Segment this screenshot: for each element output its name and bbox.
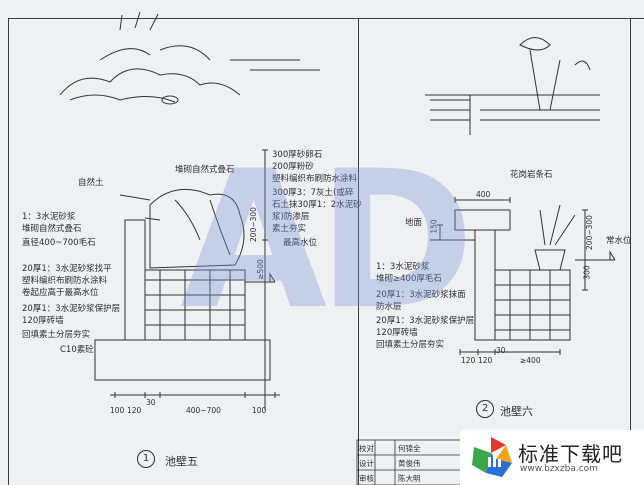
label-right-r4: 防水层	[376, 302, 402, 312]
dim-left-4: 400~700	[186, 406, 221, 415]
dim-right-3: 30	[496, 346, 506, 355]
left-section	[94, 149, 280, 410]
brand-name: 标准下载吧	[518, 442, 623, 466]
dim-left-v1: 200~300	[248, 207, 258, 242]
label-right-r5: 20厚1：3水泥砂浆保护层	[376, 316, 475, 326]
label-right-2: 200厚粉砂	[272, 162, 314, 172]
label-right-r3: 20厚1：3水泥砂浆抹面	[376, 290, 466, 300]
detail-title-left: 池壁五	[165, 455, 198, 468]
label-right-1: 300厚砂卵石	[272, 150, 323, 160]
frame-right	[630, 18, 631, 438]
dim-left-1: 100	[110, 406, 125, 415]
label-left-6: 卷起应高于最高水位	[22, 288, 99, 298]
dim-right-150: 150	[429, 219, 439, 234]
label-left-8: 120厚砖墙	[22, 316, 64, 326]
left-sketch-rocks	[59, 11, 320, 105]
label-left-5: 塑料编织布刷防水涂料	[22, 276, 108, 286]
frame-border-left	[8, 18, 9, 485]
label-natural-soil: 自然土	[78, 178, 104, 188]
tb-row-2: 设计	[359, 459, 374, 468]
dim-right-v1: 200~300	[584, 215, 594, 250]
label-high-water: 最高水位	[283, 238, 318, 248]
label-normal-water: 常水位	[606, 236, 632, 246]
tb-sign-2: 黄俊伟	[398, 459, 421, 468]
dim-right-4: ≥400	[520, 356, 541, 365]
label-left-4: 20厚1：3水泥砂浆找平	[22, 264, 112, 274]
detail-number-1: 1	[137, 450, 155, 468]
label-right-3: 塑料编织布刷防水涂料	[272, 174, 358, 184]
detail-title-right: 池壁六	[500, 405, 533, 418]
label-left-10: C10素砼	[60, 345, 94, 355]
brand-logo-icon	[472, 437, 512, 477]
label-right-5: 石土抹30厚1：2水泥砂	[272, 200, 362, 210]
label-left-3: 直径400~700毛石	[22, 238, 96, 248]
label-right-r7: 回填素土分层夯实	[376, 340, 445, 350]
label-granite: 花岗岩条石	[510, 170, 553, 180]
label-left-7: 20厚1：3水泥砂浆保护层	[22, 304, 121, 314]
label-right-r1: 1：3水泥砂浆	[376, 262, 430, 272]
label-right-r2: 堆砌≥400厚毛石	[376, 274, 442, 284]
tb-sign-3: 陈大明	[398, 474, 421, 483]
tb-row-1: 校对	[359, 444, 374, 453]
dim-left-3: 30	[146, 398, 156, 407]
label-right-7: 素土夯实	[272, 224, 307, 234]
dim-right-top: 400	[476, 190, 491, 199]
label-stacked-rock: 堆砌自然式叠石	[175, 165, 235, 175]
tb-row-3: 审核	[359, 474, 374, 483]
label-left-2: 堆砌自然式叠石	[22, 224, 82, 234]
label-left-1: 1：3水泥砂浆	[22, 212, 76, 222]
dim-left-2: 120	[127, 406, 142, 415]
dim-right-v2: 300	[582, 265, 592, 280]
dim-right-2: 120	[478, 356, 493, 365]
label-right-6: 浆)防渗层	[272, 212, 310, 222]
tb-sign-1: 何锦全	[398, 444, 421, 453]
dim-right-1: 120	[461, 356, 476, 365]
dim-left-5: 100	[252, 406, 267, 415]
brand-badge[interactable]: 标准下载吧 www.bzxzba.com	[460, 430, 644, 485]
right-sketch-pool	[425, 37, 600, 135]
frame-divider	[358, 18, 359, 485]
label-left-9: 回填素土分层夯实	[22, 330, 91, 340]
label-right-4: 300厚3：7灰土(或碎	[272, 188, 354, 198]
label-right-r6: 120厚砖墙	[376, 328, 418, 338]
dim-left-v2: ≥500	[255, 259, 265, 280]
label-ground: 地面	[405, 218, 423, 228]
detail-number-2: 2	[476, 400, 494, 418]
frame-border-top	[8, 18, 644, 19]
right-section	[430, 197, 616, 355]
brand-url[interactable]: www.bzxzba.com	[520, 464, 598, 474]
